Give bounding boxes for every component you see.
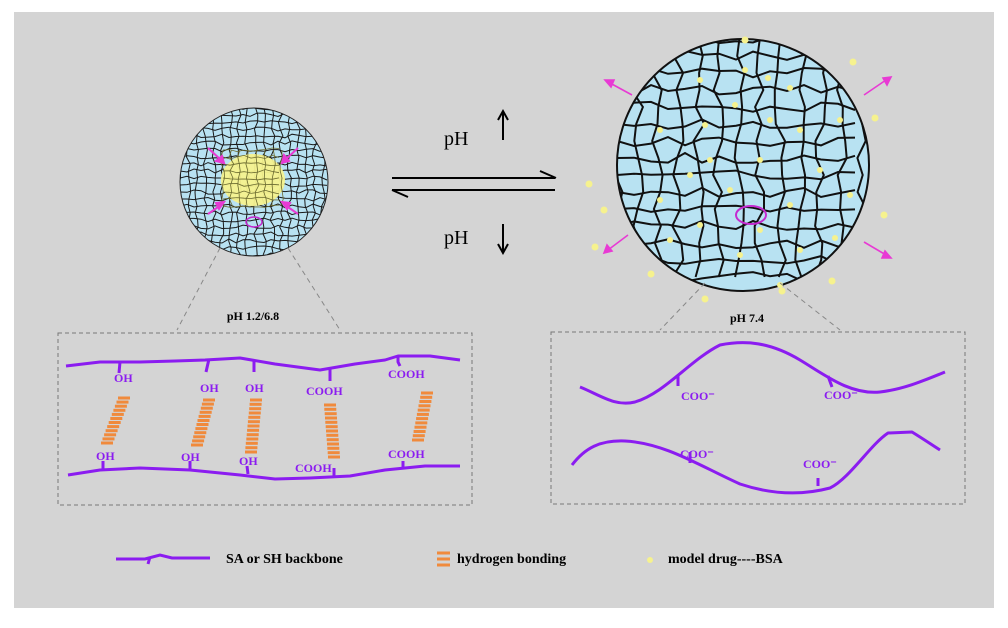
left-inward-arrows — [207, 147, 299, 215]
left-bottom-group-4: COOH — [295, 461, 332, 475]
ph-right-label: pH 7.4 — [730, 311, 764, 325]
left-bottom-group-3: OH — [239, 454, 258, 468]
right-zoom-panel — [550, 331, 966, 505]
right-top-group-1: COO⁻ — [681, 389, 715, 403]
right-sphere-drug-dots — [657, 67, 853, 288]
right-outward-arrows — [602, 76, 893, 259]
left-top-group-4: COOH — [306, 384, 343, 398]
legend-hbond-swatch — [437, 551, 450, 567]
left-top-group-2: OH — [200, 381, 219, 395]
left-sphere-drug-core — [220, 147, 285, 208]
left-bottom-group-5: COOH — [388, 447, 425, 461]
legend-backbone-swatch — [116, 553, 210, 565]
left-top-group-1: OH — [114, 371, 133, 385]
legend-drug-label: model drug----BSA — [668, 552, 784, 567]
left-chains — [65, 354, 461, 481]
left-bottom-group-2: OH — [181, 450, 200, 464]
released-drug-dots — [585, 36, 888, 303]
ph-up-label: pH — [444, 128, 468, 150]
right-bottom-group-1: COO⁻ — [680, 447, 714, 461]
legend-hbond-label: hydrogen bonding — [457, 552, 566, 567]
left-top-group-3: OH — [245, 381, 264, 395]
legend-backbone-label: SA or SH backbone — [226, 552, 343, 567]
legend-drug-dot — [647, 557, 653, 563]
right-chains — [570, 341, 946, 495]
right-top-backbone — [579, 341, 946, 405]
left-hbonds — [101, 391, 433, 459]
legend: SA or SH backbone hydrogen bonding model… — [116, 551, 784, 567]
left-zoom-panel — [57, 332, 473, 506]
zoom-guides — [176, 247, 841, 331]
left-sphere — [179, 107, 329, 257]
left-sphere-highlight-ellipse — [245, 216, 263, 228]
equilibrium-arrows — [391, 108, 557, 256]
right-bottom-group-2: COO⁻ — [803, 457, 837, 471]
right-top-group-2: COO⁻ — [824, 388, 858, 402]
left-bottom-group-1: OH — [96, 449, 115, 463]
right-sphere-highlight-ellipse — [735, 205, 767, 225]
right-bottom-backbone — [570, 430, 941, 495]
left-top-group-5: COOH — [388, 367, 425, 381]
left-bottom-backbone — [67, 464, 460, 481]
ph-down-label: pH — [444, 227, 468, 249]
ph-left-label: pH 1.2/6.8 — [227, 309, 279, 323]
